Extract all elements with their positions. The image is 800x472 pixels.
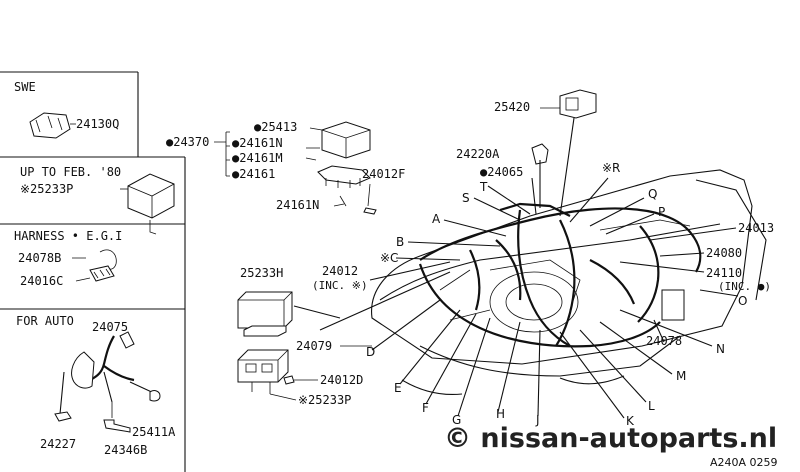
callout-t: T <box>479 180 488 194</box>
callout-q: Q <box>648 187 657 201</box>
callout-f: F <box>422 401 429 415</box>
for-auto-part-24346b: 24346B <box>104 443 147 457</box>
auto-harness-part <box>54 331 161 433</box>
callout-a: A <box>432 212 441 226</box>
relay-25233h-part <box>237 291 293 337</box>
watermark: © nissan-autoparts.nl <box>444 423 777 454</box>
callout-s: S <box>462 191 470 205</box>
callout-24161: ●24161 <box>232 167 275 181</box>
for-auto-part-24227: 24227 <box>40 437 76 451</box>
relay-group-bracket <box>214 127 323 177</box>
car-body-outline <box>371 169 767 396</box>
callout-m: M <box>676 369 686 383</box>
callout-24013: 24013 <box>738 221 774 235</box>
diagram-code: A240A 0259 <box>710 456 778 469</box>
callout-k: K <box>626 414 635 428</box>
up-to-feb-title: UP TO FEB. '80 <box>20 165 121 179</box>
swe-part-number: 24130Q <box>76 117 119 131</box>
callout-o: O <box>738 294 747 308</box>
callout-25233h: 25233H <box>240 266 283 280</box>
connector-24220a-part <box>531 143 549 165</box>
control-unit-25420-part <box>540 89 597 119</box>
swe-connector-part <box>29 112 76 139</box>
for-auto-part-24075: 24075 <box>92 320 128 334</box>
relay-box-part <box>317 121 377 215</box>
callout-h: H <box>496 407 505 421</box>
callout-24110-note: (INC. ●) <box>718 280 771 293</box>
callout-24161n-a: ●24161N <box>232 136 283 150</box>
harness-title: HARNESS • E.G.I <box>14 229 122 243</box>
callout-25233p: ※25233P <box>298 393 351 407</box>
for-auto-part-25411a: 25411A <box>132 425 176 439</box>
callout-24080: 24080 <box>706 246 742 260</box>
harness-part-24078b: 24078B <box>18 251 61 265</box>
callout-24161n-b: 24161N <box>276 198 319 212</box>
callout-24370: ●24370 <box>166 135 209 149</box>
callout-j: J <box>535 413 540 427</box>
callout-24161m: ●24161M <box>232 151 283 165</box>
callout-c: ※C <box>380 251 398 265</box>
callout-l: L <box>648 399 655 413</box>
callout-g: G <box>452 413 461 427</box>
callout-p: P <box>658 205 665 219</box>
callout-24012-note: (INC. ※) <box>312 279 368 292</box>
callout-24079: 24079 <box>296 339 332 353</box>
harness-part-24016c: 24016C <box>20 274 63 288</box>
callout-d: D <box>366 345 375 359</box>
callout-24012f: 24012F <box>362 167 405 181</box>
callout-e: E <box>394 381 402 395</box>
callout-24012d: 24012D <box>320 373 363 387</box>
callout-24220a: 24220A <box>456 147 500 161</box>
callout-leader-lines <box>293 117 739 419</box>
callout-24065: ●24065 <box>480 165 523 179</box>
relay-leader-lines <box>333 183 371 207</box>
callout-b: B <box>396 235 404 249</box>
swe-title: SWE <box>14 80 36 94</box>
for-auto-title: FOR AUTO <box>16 314 74 328</box>
harness-connector-part <box>72 249 117 282</box>
callout-r: ※R <box>602 161 620 175</box>
relay-bracket-part <box>120 173 175 235</box>
relay-bracket-lower-part <box>237 349 318 401</box>
callout-24012: 24012 <box>322 264 358 278</box>
callout-25413: ●25413 <box>254 120 297 134</box>
up-to-feb-part-number: ※25233P <box>20 182 73 196</box>
callout-n: N <box>716 342 725 356</box>
callout-25420: 25420 <box>494 100 530 114</box>
left-panel-frames <box>0 71 186 472</box>
callout-24110: 24110 <box>706 266 742 280</box>
